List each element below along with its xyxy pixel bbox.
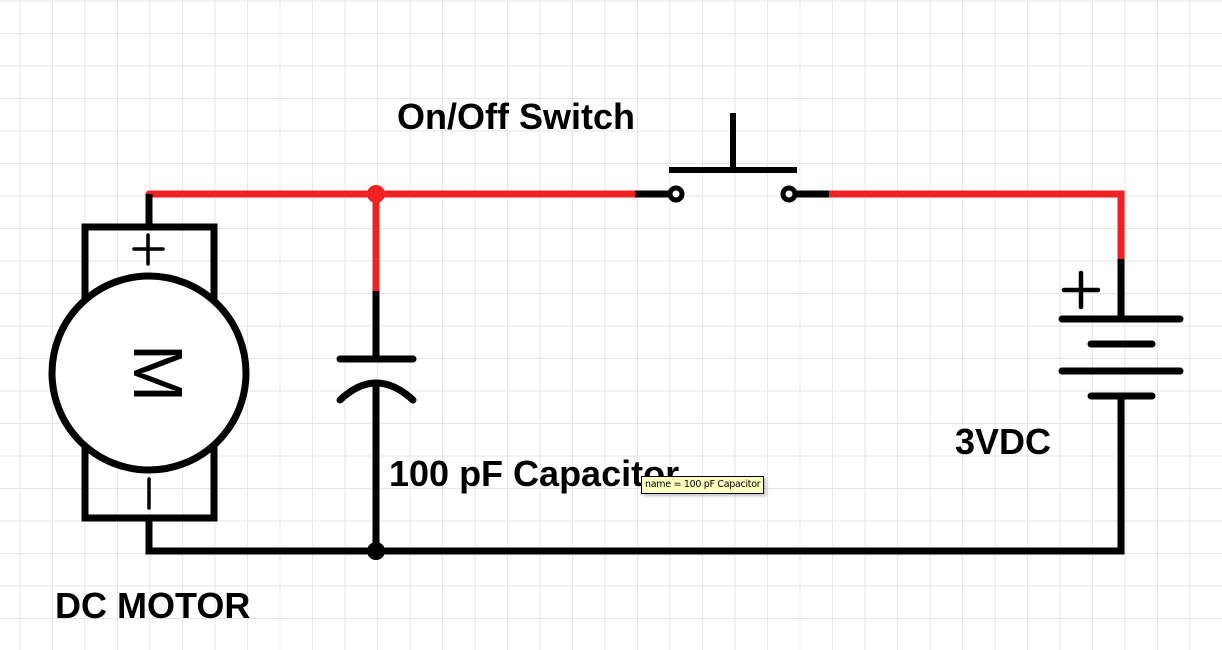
battery-plus-icon <box>1061 270 1101 310</box>
capacitor-plate-curved <box>336 379 417 404</box>
wire-switch-to-battery[interactable] <box>829 190 1125 259</box>
battery[interactable] <box>1058 270 1184 400</box>
battery-label: 3VDC <box>955 421 1052 462</box>
motor-body <box>48 272 250 474</box>
motor-letter-m: M <box>119 344 197 402</box>
switch-contact-left <box>667 185 685 203</box>
pushbutton-switch[interactable] <box>635 113 829 203</box>
junction-dot-bottom <box>367 542 385 560</box>
capacitor-label: 100 pF Capacitor <box>389 453 680 494</box>
wire-ground-return[interactable] <box>145 395 1125 555</box>
dc-motor[interactable]: M <box>48 223 250 522</box>
junction-dot-top <box>367 185 385 203</box>
capacitor[interactable] <box>336 355 417 404</box>
motor-label: DC MOTOR <box>55 585 251 626</box>
switch-contact-right <box>780 185 798 203</box>
motor-plus-icon <box>132 233 165 266</box>
hover-tooltip: name = 100 pF Capacitor <box>641 476 765 494</box>
switch-label: On/Off Switch <box>397 96 635 137</box>
